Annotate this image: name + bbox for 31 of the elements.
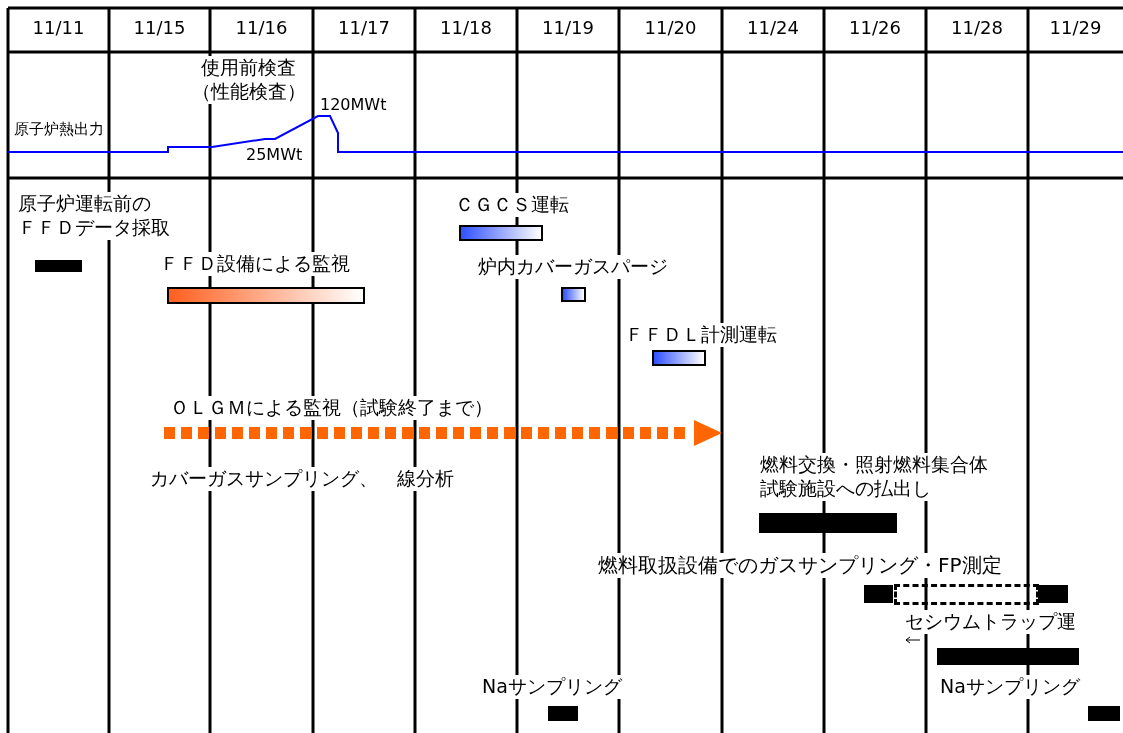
- date-label: 11/20: [643, 17, 698, 40]
- date-label: 11/11: [31, 17, 86, 40]
- date-label: 11/19: [541, 17, 595, 40]
- task-label: 燃料交換・照射燃料集合体試験施設への払出し: [760, 453, 988, 501]
- date-label: 11/28: [950, 17, 1004, 40]
- task-label: 原子炉運転前のＦＦＤデータ採取: [18, 192, 170, 240]
- task-label: 炉内カバーガスパージ: [478, 255, 668, 279]
- schedule-bar: [1038, 585, 1068, 603]
- date-label: 11/18: [439, 17, 493, 40]
- date-label: 11/24: [746, 17, 800, 40]
- schedule-bar: [864, 585, 893, 603]
- date-label: 11/26: [848, 17, 902, 40]
- schedule-bar: [35, 260, 82, 272]
- schedule-bar: [759, 513, 897, 533]
- schedule-bar: [652, 350, 706, 366]
- schedule-bar: [167, 287, 365, 304]
- date-label: 11/17: [337, 17, 391, 40]
- date-label: 11/29: [1048, 17, 1103, 40]
- schedule-bar: [459, 225, 543, 241]
- task-label: Naサンプリング: [940, 675, 1080, 699]
- task-label: セシウムトラップ運: [905, 610, 1076, 634]
- schedule-bar: [561, 287, 586, 302]
- task-label: 燃料取扱設備でのガスサンプリング・FP測定: [598, 553, 1002, 578]
- task-label: Naサンプリング: [482, 675, 622, 699]
- task-label: カバーガスサンプリング、 線分析: [150, 467, 454, 491]
- date-label: 11/16: [234, 17, 289, 40]
- schedule-bar: [548, 706, 578, 721]
- task-label: 原子炉熱出力: [14, 120, 104, 139]
- date-label: 11/15: [132, 17, 187, 40]
- schedule-bar: [937, 648, 1079, 665]
- schedule-bar: [1088, 706, 1120, 721]
